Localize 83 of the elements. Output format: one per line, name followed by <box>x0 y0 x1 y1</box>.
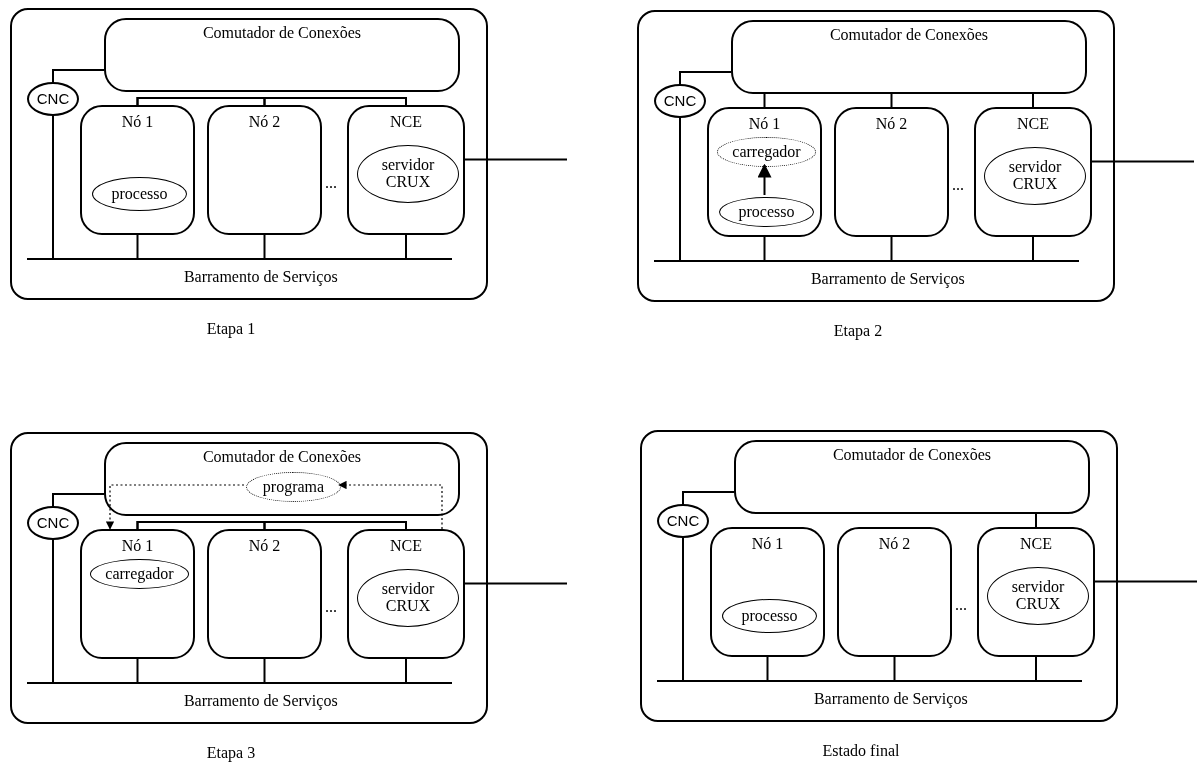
node-box <box>80 529 195 659</box>
arrow <box>757 163 772 196</box>
connector-line <box>136 234 139 259</box>
switch-label: Comutador de Conexões <box>202 24 362 42</box>
connector-line <box>1035 513 1037 528</box>
ellipsis: ... <box>955 596 967 614</box>
node-box <box>974 107 1092 237</box>
connector-line <box>136 521 266 530</box>
ellipsis: ... <box>952 176 964 194</box>
stage-label: Etapa 1 <box>206 320 256 338</box>
node-box <box>80 105 195 235</box>
node-label: Nó 2 <box>875 115 908 133</box>
node-label: Nó 2 <box>248 537 281 555</box>
connector-line <box>52 539 54 683</box>
connector-line <box>136 97 266 106</box>
cnc-ellipse: CNC <box>27 506 79 540</box>
switch-box <box>734 440 1090 514</box>
node-label: Nó 1 <box>748 115 781 133</box>
bus-label: Barramento de Serviços <box>810 270 965 288</box>
connector-line <box>682 491 735 505</box>
connector-line <box>1032 93 1034 108</box>
cnc-ellipse: CNC <box>654 84 706 118</box>
node-box <box>837 527 952 657</box>
connector-line <box>890 236 893 261</box>
connector-line <box>405 234 407 259</box>
node-label: Nó 1 <box>121 113 154 131</box>
bus-label: Barramento de Serviços <box>183 268 338 286</box>
switch-label: Comutador de Conexões <box>829 26 989 44</box>
node-label: NCE <box>390 113 422 131</box>
connector-line <box>763 93 766 108</box>
connector-line <box>679 117 681 261</box>
stage-label: Etapa 2 <box>833 322 883 340</box>
node-label: Nó 2 <box>878 535 911 553</box>
switch-box <box>104 442 460 516</box>
stage-label: Estado final <box>822 742 900 760</box>
connector-line <box>405 658 407 683</box>
arrow <box>338 480 443 530</box>
node-box <box>347 105 465 235</box>
node-box <box>710 527 825 657</box>
connector-line <box>890 93 893 108</box>
connector-line <box>1094 580 1197 583</box>
connector-line <box>1035 656 1037 681</box>
connector-line <box>464 158 568 161</box>
node-label: NCE <box>1020 535 1052 553</box>
node-box <box>207 105 322 235</box>
connector-line <box>766 656 769 681</box>
node-label: Nó 1 <box>751 535 784 553</box>
ellipsis: ... <box>325 174 337 192</box>
node-label: Nó 1 <box>121 537 154 555</box>
stage-label: Etapa 3 <box>206 744 256 762</box>
connector-line <box>263 658 266 683</box>
connector-line <box>1032 236 1034 261</box>
connector-line <box>263 97 407 106</box>
connector-line <box>682 537 684 681</box>
node-box <box>347 529 465 659</box>
arrow <box>105 484 245 530</box>
cnc-ellipse: CNC <box>27 82 79 116</box>
connector-line <box>679 71 732 85</box>
connector-line <box>464 582 568 585</box>
node-label: NCE <box>1017 115 1049 133</box>
connector-line <box>1091 160 1195 163</box>
node-box <box>207 529 322 659</box>
ellipsis: ... <box>325 598 337 616</box>
switch-box <box>104 18 460 92</box>
bus-label: Barramento de Serviços <box>183 692 338 710</box>
switch-box <box>731 20 1087 94</box>
switch-label: Comutador de Conexões <box>202 448 362 466</box>
connector-line <box>263 521 407 530</box>
connector-line <box>52 493 105 507</box>
bus-label: Barramento de Serviços <box>813 690 968 708</box>
connector-line <box>52 115 54 259</box>
node-box <box>707 107 822 237</box>
cnc-ellipse: CNC <box>657 504 709 538</box>
connector-line <box>263 234 266 259</box>
node-box <box>834 107 949 237</box>
node-label: NCE <box>390 537 422 555</box>
connector-line <box>763 236 766 261</box>
node-label: Nó 2 <box>248 113 281 131</box>
switch-label: Comutador de Conexões <box>832 446 992 464</box>
node-box <box>977 527 1095 657</box>
connector-line <box>893 656 896 681</box>
connector-line <box>52 69 105 83</box>
connector-line <box>136 658 139 683</box>
